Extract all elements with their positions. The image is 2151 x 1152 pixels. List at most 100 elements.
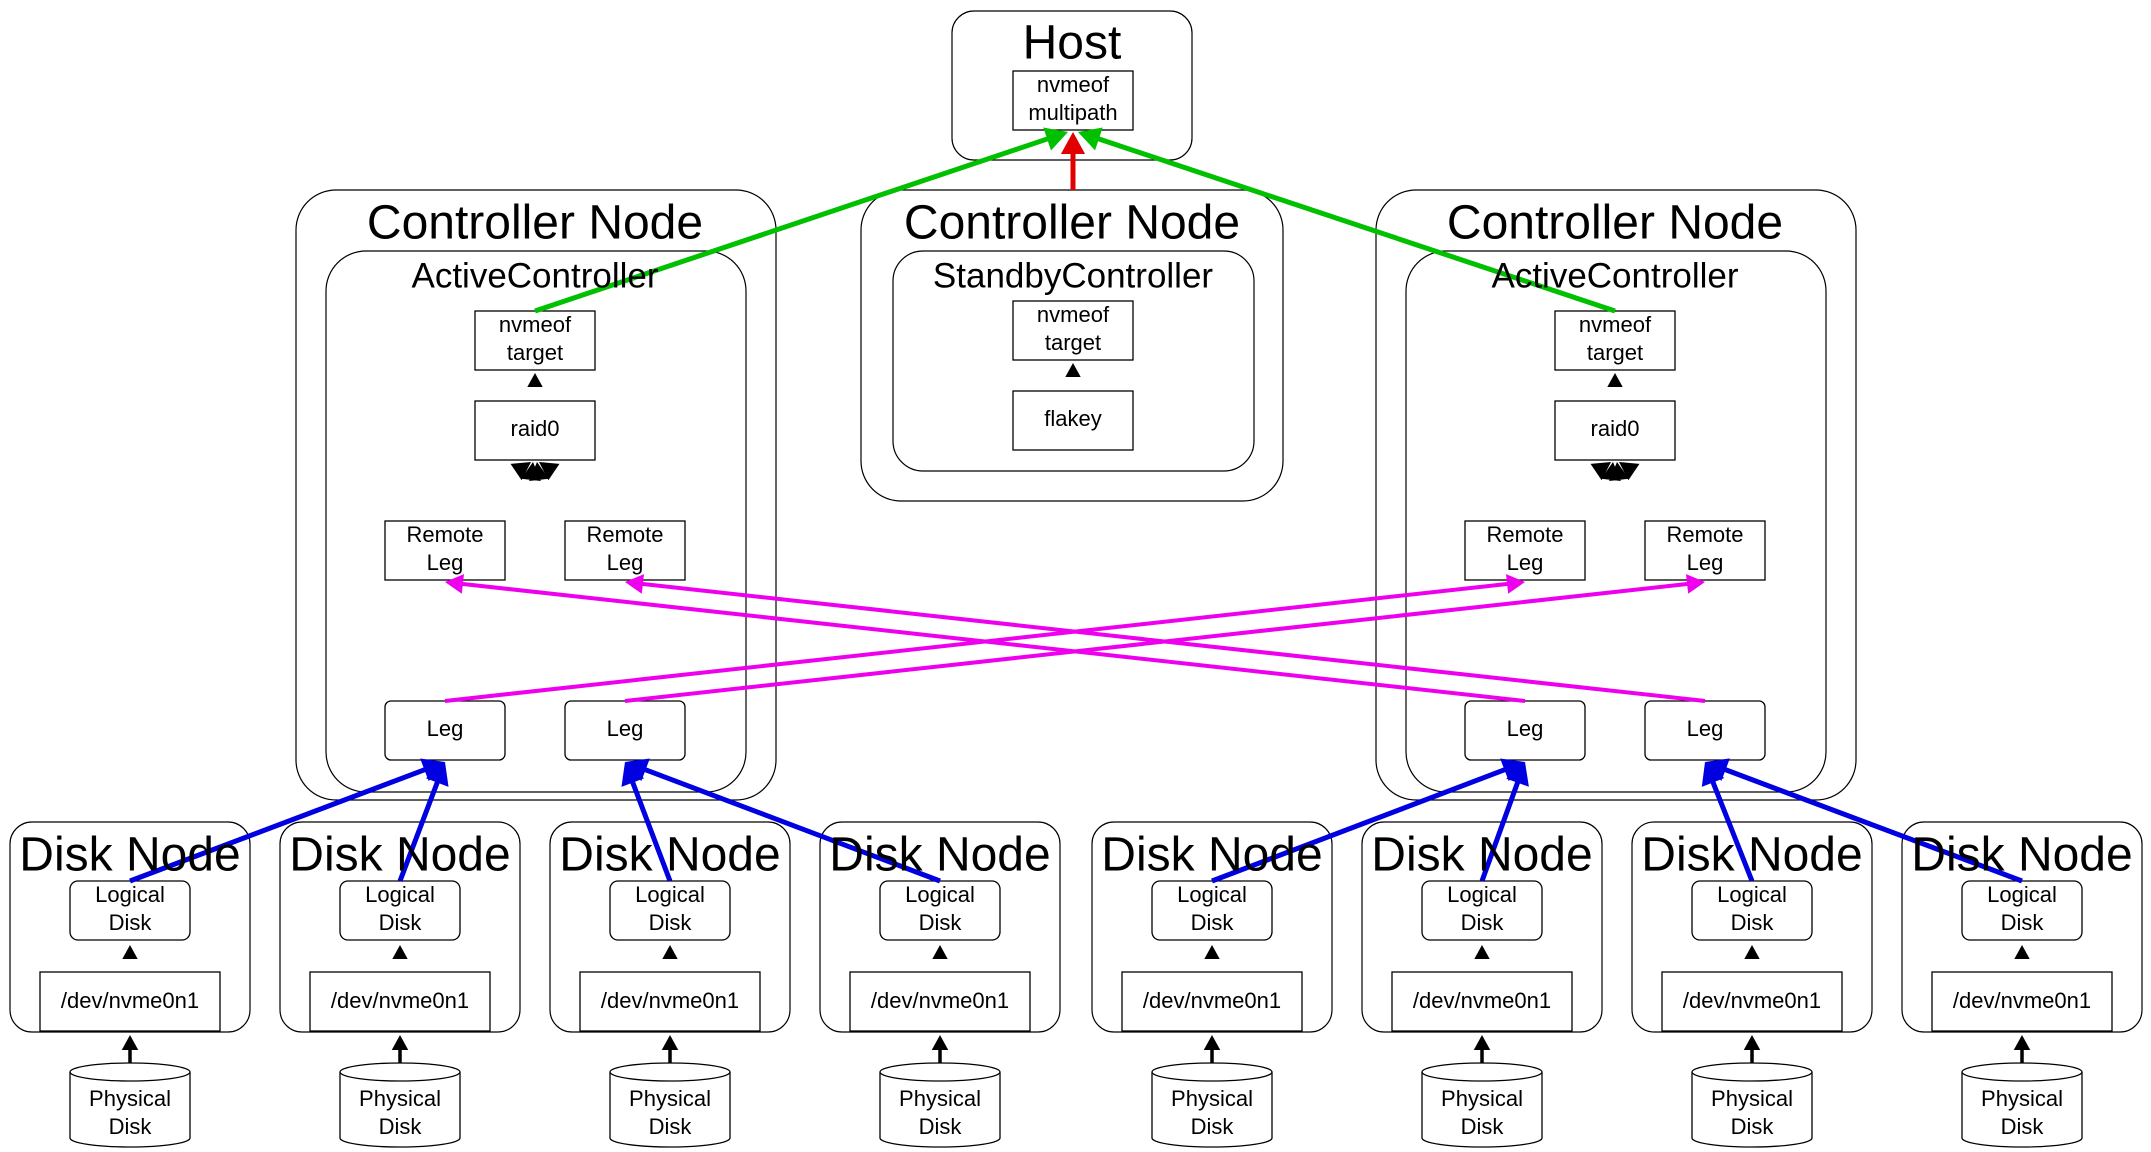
host-title: Host xyxy=(1023,17,1122,70)
logical-disk-label-1-line-2: Disk xyxy=(379,910,423,935)
disk-to-leg-arrow-5-head xyxy=(1506,762,1529,787)
flakey-box xyxy=(1012,390,1134,451)
leg-to-remote-arrow-3-head xyxy=(625,574,644,594)
active-controller-title-2: ActiveController xyxy=(1491,256,1738,295)
disk-node-title-0: Disk Node xyxy=(19,829,240,882)
device-to-logical-arrow-0-head xyxy=(122,945,138,959)
remote-leg-to-raid-arrow-0-0-head xyxy=(510,462,531,481)
remote-leg-box-2-0 xyxy=(1464,520,1586,581)
controller-node-2 xyxy=(1375,189,1857,801)
raid0-label-2: raid0 xyxy=(1591,416,1640,441)
leg-to-remote-arrow-0-head xyxy=(1506,574,1525,594)
physical-disk-label-3-line-1: Physical xyxy=(899,1086,981,1111)
multipath-label-line-1: nvmeof xyxy=(1037,72,1110,97)
physical-to-device-arrow-1-head xyxy=(391,1035,409,1050)
standby-controller xyxy=(892,250,1255,472)
leg-label-0-0: Leg xyxy=(427,716,464,741)
remote-leg-to-raid-arrow-2-0-head xyxy=(1590,462,1611,481)
physical-to-device-arrow-5-head xyxy=(1473,1035,1491,1050)
physical-disk-label-5-line-2: Disk xyxy=(1461,1114,1505,1139)
physical-to-device-arrow-2-head xyxy=(661,1035,679,1050)
remote-leg-to-raid-arrow-2-0 xyxy=(1525,472,1597,520)
physical-disk-5-top xyxy=(1421,1062,1543,1082)
disk-to-leg-arrow-4-head xyxy=(1500,758,1525,782)
active-path-arrow-right xyxy=(1097,136,1616,314)
standby-target-label-line-2: target xyxy=(1045,330,1101,355)
logical-disk-label-0-line-2: Disk xyxy=(109,910,153,935)
leg-to-remote-arrow-2-head xyxy=(445,574,464,594)
physical-disk-label-6-line-2: Disk xyxy=(1731,1114,1775,1139)
physical-disk-label-5-line-1: Physical xyxy=(1441,1086,1523,1111)
disk-to-leg-arrow-1-head xyxy=(425,762,449,787)
remote-leg-to-raid-arrow-0-1 xyxy=(553,472,625,520)
physical-disk-label-7-line-2: Disk xyxy=(2001,1114,2045,1139)
device-label-3: /dev/nvme0n1 xyxy=(871,988,1009,1013)
remote-leg-box-2-1 xyxy=(1644,520,1766,581)
logical-disk-label-7-line-2: Disk xyxy=(2001,910,2045,935)
internal-layer xyxy=(121,363,2031,1064)
active-path-arrow-left xyxy=(534,136,1049,314)
disk-to-leg-arrow-7-head xyxy=(1705,758,1730,782)
physical-disk-label-4-line-1: Physical xyxy=(1171,1086,1253,1111)
remote-leg-label-2-1-line-1: Remote xyxy=(1666,522,1743,547)
disk-node-0 xyxy=(9,821,251,1033)
disk-node-3 xyxy=(819,821,1061,1033)
disk-to-leg-arrow-3-head xyxy=(625,758,650,782)
physical-disk-0-top xyxy=(69,1062,191,1082)
disk-node-5 xyxy=(1361,821,1603,1033)
device-to-logical-arrow-5-head xyxy=(1474,945,1490,959)
physical-to-device-arrow-3-head xyxy=(931,1035,949,1050)
multipath-label-line-2: multipath xyxy=(1028,100,1117,125)
nvmeof-target-box-0 xyxy=(474,310,596,371)
nvmeof-target-box-2 xyxy=(1554,310,1676,371)
standby-target-box xyxy=(1012,300,1134,361)
physical-disk-1 xyxy=(339,1072,461,1148)
disk-node-title-3: Disk Node xyxy=(829,829,1050,882)
standby-target-label-line-1: nvmeof xyxy=(1037,302,1110,327)
nvmeof-target-label-0-line-2: target xyxy=(507,340,563,365)
disk-to-leg-arrow-2 xyxy=(630,780,673,882)
physical-disk-3 xyxy=(879,1072,1001,1148)
disk-node-title-1: Disk Node xyxy=(289,829,510,882)
physical-disk-label-2-line-1: Physical xyxy=(629,1086,711,1111)
physical-disk-1-top xyxy=(339,1062,461,1082)
remote-leg-box-0-1 xyxy=(564,520,686,581)
leg-to-remote-arrow-2 xyxy=(461,581,1526,703)
controller-title-0: Controller Node xyxy=(367,197,703,250)
leg-label-0-1: Leg xyxy=(607,716,644,741)
device-box-6 xyxy=(1661,971,1843,1032)
physical-disk-label-0-line-1: Physical xyxy=(89,1086,171,1111)
physical-disk-2 xyxy=(609,1072,731,1148)
physical-disk-4 xyxy=(1151,1072,1273,1148)
disk-node-7 xyxy=(1901,821,2143,1033)
leg-to-remote-arrow-3 xyxy=(641,581,1706,703)
logical-disk-label-4-line-2: Disk xyxy=(1191,910,1235,935)
flakey-label: flakey xyxy=(1044,406,1101,431)
physical-disk-6-top xyxy=(1691,1062,1813,1082)
remote-leg-label-2-0-line-1: Remote xyxy=(1486,522,1563,547)
device-to-logical-arrow-1-head xyxy=(392,945,408,959)
logical-disk-label-5-line-1: Logical xyxy=(1447,882,1517,907)
logical-disk-label-2-line-1: Logical xyxy=(635,882,705,907)
nvmeof-target-label-2-line-1: nvmeof xyxy=(1579,312,1652,337)
disk-node-4 xyxy=(1091,821,1333,1033)
logical-disk-label-2-line-2: Disk xyxy=(649,910,693,935)
remote-leg-label-0-1-line-2: Leg xyxy=(607,550,644,575)
leg-label-2-0: Leg xyxy=(1507,716,1544,741)
device-to-logical-arrow-3-head xyxy=(932,945,948,959)
frames-layer xyxy=(9,10,2143,1033)
disk-to-leg-arrow-4 xyxy=(1211,767,1507,884)
device-label-6: /dev/nvme0n1 xyxy=(1683,988,1821,1013)
physical-disk-label-4-line-2: Disk xyxy=(1191,1114,1235,1139)
active-controller-title-0: ActiveController xyxy=(411,256,658,295)
physical-disk-4-top xyxy=(1151,1062,1273,1082)
logical-disk-label-0-line-1: Logical xyxy=(95,882,165,907)
remote-leg-label-0-0-line-2: Leg xyxy=(427,550,464,575)
device-label-5: /dev/nvme0n1 xyxy=(1413,988,1551,1013)
physical-disk-7 xyxy=(1961,1072,2083,1148)
physical-disk-7-top xyxy=(1961,1062,2083,1082)
disk-node-6 xyxy=(1631,821,1873,1033)
disk-node-title-2: Disk Node xyxy=(559,829,780,882)
leg-label-2-1: Leg xyxy=(1687,716,1724,741)
